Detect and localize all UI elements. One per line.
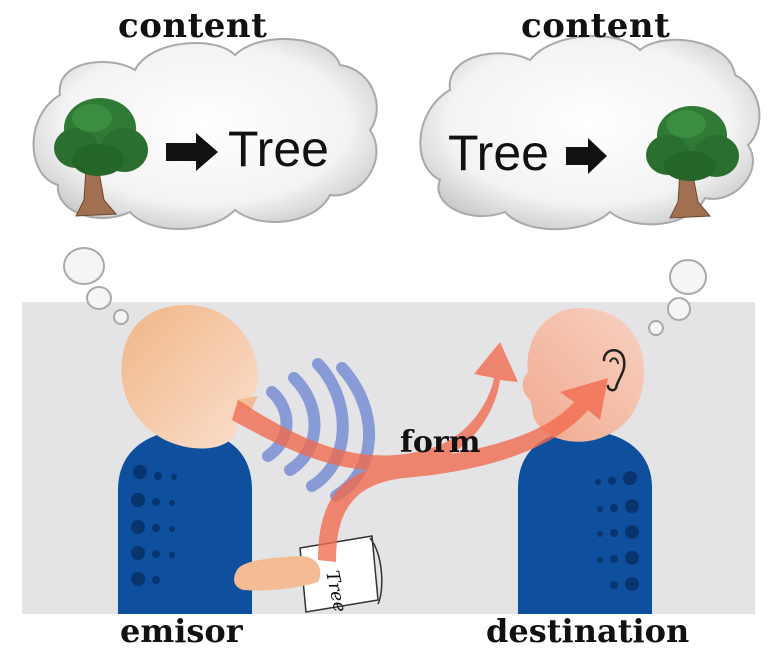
shirt <box>118 430 252 614</box>
thought-bubble-medium <box>86 286 112 310</box>
tree-icon <box>646 106 739 219</box>
right-content-heading: content <box>521 6 671 46</box>
ear-icon <box>602 349 626 392</box>
tree-icon <box>54 98 148 217</box>
arrow-mouth-to-ear <box>232 342 518 471</box>
arrow-right-icon <box>566 138 607 174</box>
left-content-heading: content <box>118 6 268 46</box>
thought-bubble-large <box>669 259 707 295</box>
left-thought-word: Tree <box>228 121 329 177</box>
emisor-person <box>118 305 258 614</box>
arrow-right-icon <box>166 133 218 171</box>
arrow-paper-to-ear <box>318 378 608 562</box>
destination-label: destination <box>486 612 690 650</box>
thought-bubble-medium <box>667 297 691 321</box>
shirt-dots <box>131 465 177 586</box>
thought-bubble-small <box>113 309 129 325</box>
form-arrows <box>232 342 608 562</box>
mouth <box>236 396 258 412</box>
head <box>121 305 258 449</box>
form-label: form <box>400 425 481 460</box>
shirt <box>518 430 652 614</box>
thought-bubble-large <box>63 247 105 285</box>
right-thought-cloud <box>419 35 761 336</box>
right-thought-word: Tree <box>448 125 549 181</box>
shirt-dots <box>595 471 639 591</box>
destination-person <box>518 308 652 614</box>
head <box>522 308 645 442</box>
thought-bubble-small <box>648 320 664 336</box>
emisor-label: emisor <box>120 612 243 650</box>
